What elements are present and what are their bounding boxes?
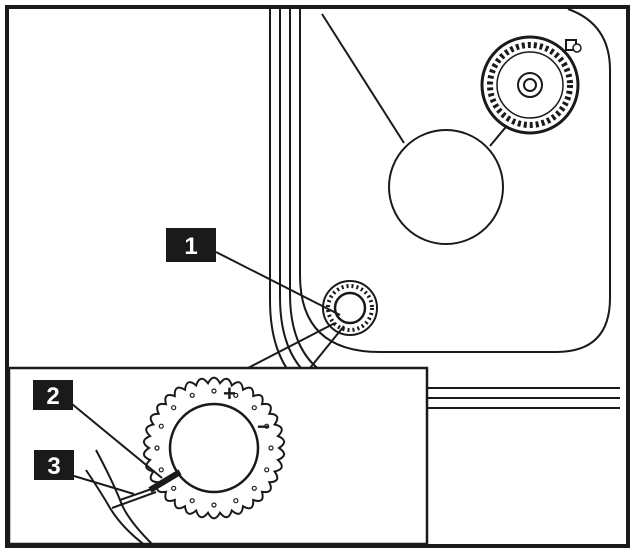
callout-2-label: 2 [46,383,59,410]
callout-3: 3 [34,450,74,480]
large-wheel [388,129,504,245]
adjustment-gear-detail [142,376,286,520]
gear-dot [158,467,164,473]
gear-dot [211,388,217,394]
minus-sign: − [257,414,270,439]
gear-dot [264,467,270,473]
gear-dot [158,423,164,429]
gear-dot [264,423,270,429]
gear-dot [189,498,195,504]
callout-1: 1 [166,228,216,262]
gear-dot [211,502,217,508]
gear-dot [233,498,239,504]
gear-dot [233,392,239,398]
gear-dot [154,445,160,451]
leader-line-1 [215,251,341,316]
callout-1-label: 1 [184,233,197,260]
callout-3-label: 3 [47,453,60,480]
callout-leaders [71,403,163,495]
top-gear [480,35,582,135]
gear-dot [189,392,195,398]
gear-dot [268,445,274,451]
gear-dot [251,485,257,491]
zoom-lines [247,322,345,369]
gear-dots [154,388,274,508]
gear-dot [171,405,177,411]
plus-sign: + [223,381,236,406]
gear-dot [251,405,257,411]
callout-2: 2 [33,380,73,410]
small-adjustment-ring [322,280,378,336]
gear-dot [171,485,177,491]
